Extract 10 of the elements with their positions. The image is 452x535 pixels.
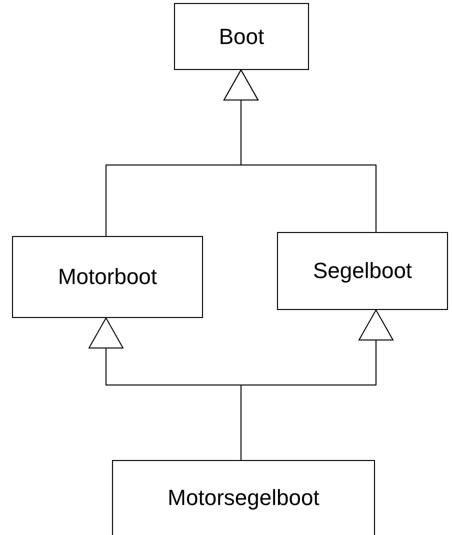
class-name: Segelboot bbox=[312, 258, 412, 284]
class-box bbox=[174, 3, 309, 70]
class-box bbox=[112, 460, 375, 535]
class-box bbox=[12, 236, 203, 318]
class-box bbox=[277, 232, 448, 310]
inheritance-arrow bbox=[240, 310, 394, 460]
class-name: Motorboot bbox=[58, 264, 158, 290]
inheritance-arrow bbox=[224, 70, 376, 232]
class-name: Motorsegelboot bbox=[168, 485, 320, 511]
class-name: Boot bbox=[218, 24, 264, 50]
